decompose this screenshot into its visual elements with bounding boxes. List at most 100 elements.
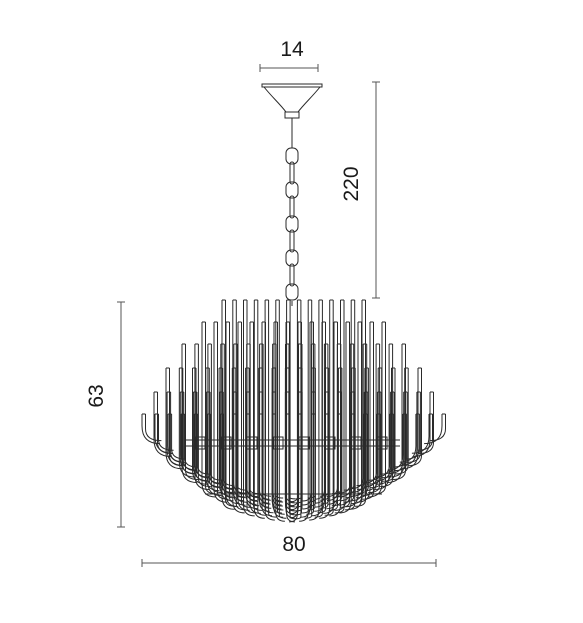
glass-tube [271,368,282,510]
tube-tier [181,343,406,515]
glass-tube [411,414,430,454]
glass-tube-inner [429,414,446,442]
glass-tube-inner [288,414,296,500]
body-width-dimension: 80 [141,533,437,567]
glass-tube [232,414,246,494]
glass-tube [356,322,371,503]
glass-tube-inner [246,300,257,514]
glass-tube [314,368,326,508]
glass-tube [245,368,257,505]
frame-socket [246,436,258,450]
body-height-label: 63 [85,384,108,407]
glass-tube [387,414,404,471]
glass-tube [213,322,228,503]
glass-tube [376,392,392,482]
glass-tube-inner [184,414,198,468]
glass-tube-inner [418,392,434,454]
glass-tube [232,392,245,498]
glass-tube-inner [319,414,329,497]
glass-tube-inner [307,344,316,511]
frame-socket [220,436,232,450]
hanging-height-label: 220 [340,166,363,201]
glass-tube [314,392,326,504]
chain-link [289,195,295,219]
glass-tube-inner [261,368,271,505]
glass-tube-inner [210,414,223,481]
glass-tube-inner [277,322,285,515]
body-height-dimension: 63 [85,301,125,528]
glass-tube [258,392,270,504]
glass-tube-inner [295,368,303,508]
glass-tube [362,344,377,497]
chain-link [289,263,295,287]
glass-tube [350,414,365,490]
glass-tube-inner [307,414,316,499]
body-width-label: 80 [282,533,305,556]
glass-tube [302,368,313,510]
tube-tier [141,413,446,503]
glass-tube-inner [294,300,302,520]
glass-tube [206,414,221,484]
glass-tube-inner [380,414,394,475]
chandelier-body [141,299,446,523]
glass-tube [271,392,282,506]
suspension-chain [285,118,299,306]
glass-tube [219,414,234,490]
glass-tube [363,414,378,484]
glass-tube-inner [295,414,303,500]
glass-tube-inner [289,300,297,520]
glass-tube-inner [314,300,323,518]
chain-link [285,283,299,301]
glass-tube [258,414,270,500]
glass-tube-inner [225,300,237,507]
glass-tube-inner [275,392,284,503]
glass-tube [400,392,418,466]
glass-tube [309,300,320,521]
glass-tube [368,322,383,498]
glass-tube [245,392,258,501]
glass-tube-inner [405,414,420,460]
glass-tube [246,344,258,510]
ceiling-canopy [261,83,323,119]
glass-tube [264,300,275,521]
glass-tube-inner [306,322,314,515]
glass-tube [207,344,222,497]
glass-tube-inner [334,300,345,514]
glass-tube-inner [368,414,381,481]
chain-link [289,161,295,185]
glass-tube [233,344,246,506]
frame-socket [272,436,284,450]
chain-link [289,229,295,253]
glass-tube [221,300,235,510]
glass-tube-inner [262,392,271,501]
glass-tube [314,414,326,500]
glass-tube [271,414,282,502]
frame-socket [376,436,388,450]
chain-link [285,249,299,267]
glass-tube [375,414,391,478]
glass-tube-inner [317,322,326,514]
canopy-width-dimension: 14 [259,38,319,72]
tube-tier [221,299,366,523]
hanging-height-dimension: 220 [340,81,380,299]
glass-tube-inner [295,344,303,512]
glass-tube-inner [223,414,235,487]
glass-tube [167,414,185,463]
glass-tube-inner [324,300,334,516]
chain-link [285,215,299,233]
frame-socket [324,436,336,450]
glass-tube-inner [295,392,303,504]
glass-tube-inner [171,414,186,460]
glass-tube-inner [351,322,362,505]
glass-tube-inner [236,414,247,491]
chain-link [285,147,299,165]
glass-tube [193,414,209,478]
frame-socket [350,436,362,450]
glass-tube-inner [275,368,283,507]
glass-tube [220,344,234,502]
glass-tube [275,300,285,522]
glass-tube-inner [392,344,406,481]
glass-tube-inner [328,322,338,511]
glass-tube [399,414,417,463]
